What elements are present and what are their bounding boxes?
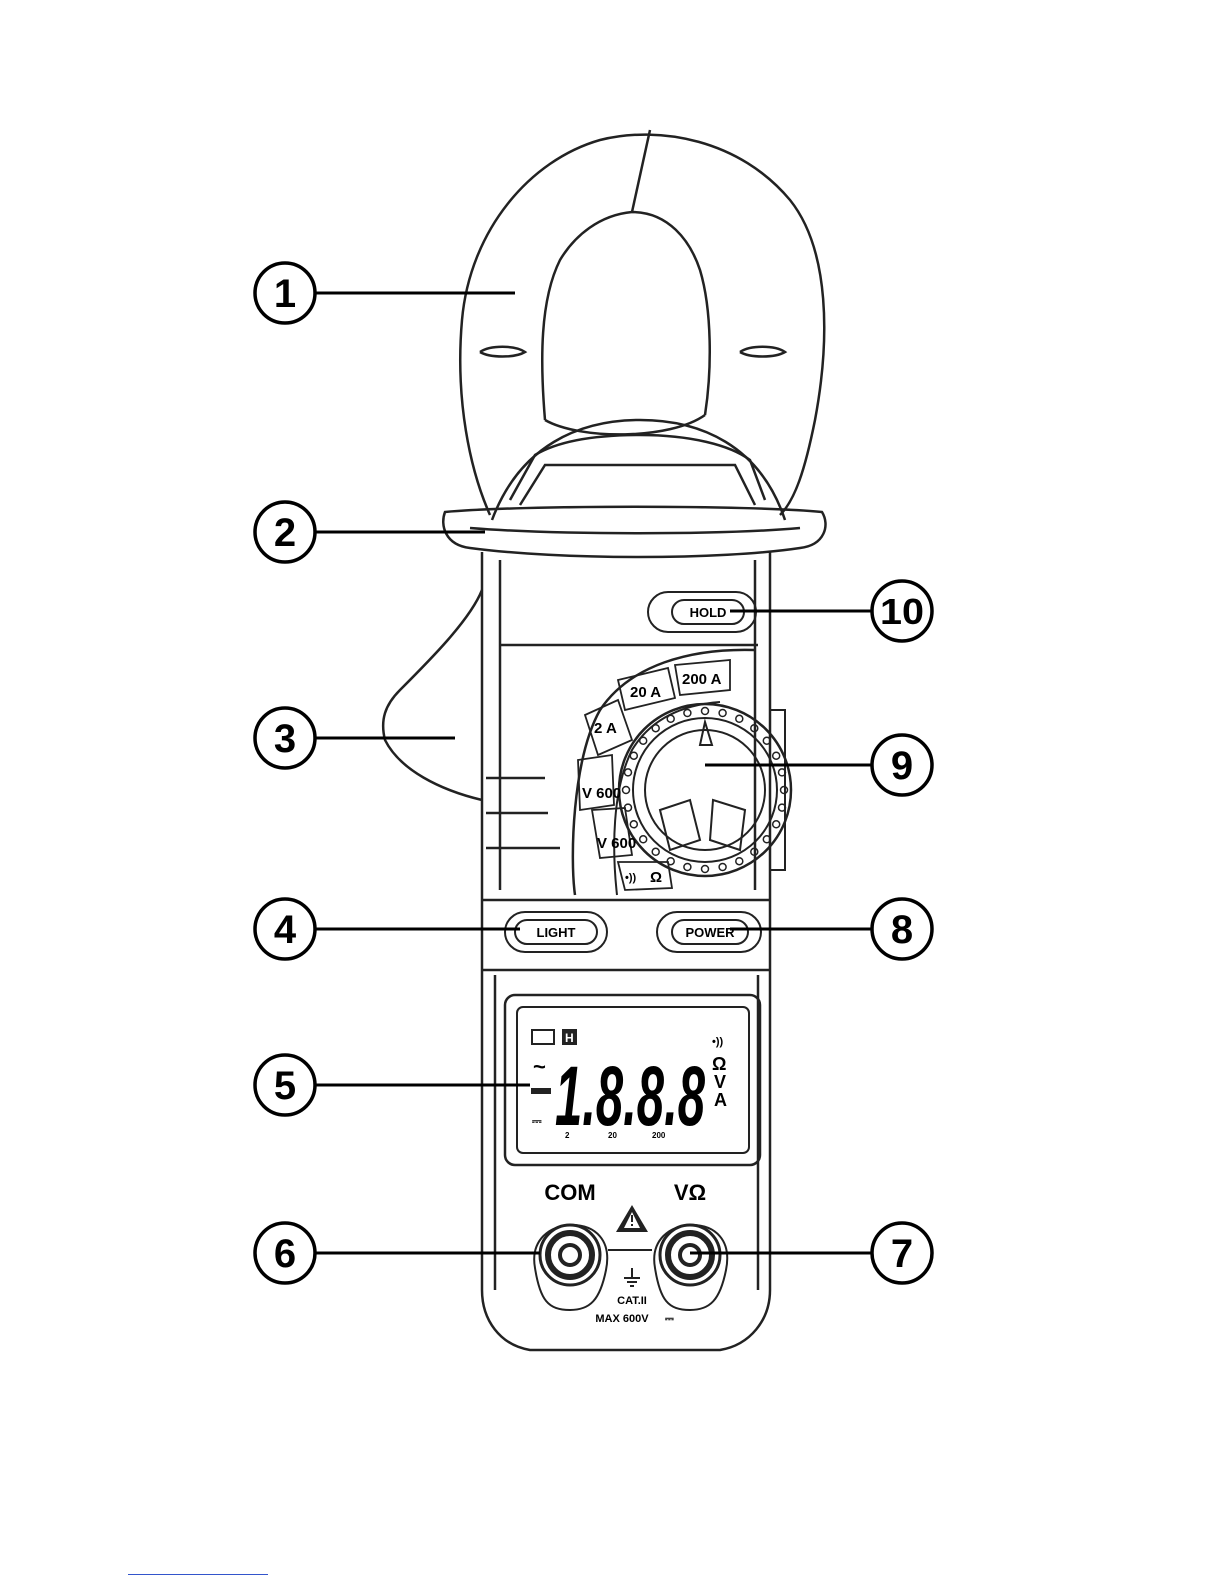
range-label: 2 A: [594, 720, 617, 737]
continuity-icon: •)): [712, 1036, 724, 1048]
scale-mark: 200: [652, 1131, 666, 1140]
volt-ohm-jack-label: VΩ: [674, 1180, 706, 1205]
ac-symbol-icon: ~: [533, 1054, 546, 1079]
callout-2: 2: [255, 502, 315, 562]
com-jack[interactable]: [534, 1225, 607, 1310]
battery-icon: [532, 1030, 554, 1044]
range-label: 20 A: [630, 684, 661, 701]
svg-text:1: 1: [274, 272, 296, 316]
knurl-bump: [625, 769, 632, 776]
warning-icon: [616, 1205, 648, 1232]
svg-text:6: 6: [274, 1232, 296, 1276]
dial-knurl-marks: [623, 708, 788, 873]
knurl-bump: [773, 752, 780, 759]
knurl-bump: [640, 737, 647, 744]
knurl-bump: [719, 710, 726, 717]
knurl-bump: [736, 858, 743, 865]
svg-text:7: 7: [891, 1232, 913, 1276]
knurl-bump: [773, 821, 780, 828]
knurl-bump: [702, 708, 709, 715]
knurl-bump: [684, 864, 691, 871]
callout-7: 7: [872, 1223, 932, 1283]
dc-symbol-icon: ⎓: [532, 1114, 542, 1128]
dial-range-vac-600[interactable]: V 600: [578, 755, 621, 810]
dial-range-20a[interactable]: 20 A: [618, 668, 675, 710]
knurl-bump: [652, 848, 659, 855]
knurl-bump: [702, 866, 709, 873]
max-voltage-rating: MAX 600V: [595, 1313, 649, 1325]
scale-mark: 20: [608, 1131, 617, 1140]
knurl-bump: [630, 752, 637, 759]
light-button-label: LIGHT: [537, 925, 576, 940]
callout-1: 1: [255, 263, 315, 323]
power-button[interactable]: POWER: [657, 912, 761, 952]
callout-5: 5: [255, 1055, 315, 1115]
callout-4: 4: [255, 899, 315, 959]
dial-pointer-icon: [700, 722, 712, 745]
continuity-icon: •)): [625, 872, 637, 884]
knurl-bump: [623, 787, 630, 794]
ac-dc-icon: ⎓: [665, 1313, 674, 1325]
svg-text:2: 2: [274, 511, 296, 555]
hand-guard: [443, 507, 825, 557]
hold-button-label: HOLD: [690, 605, 727, 620]
callout-9: 9: [872, 735, 932, 795]
knurl-bump: [719, 864, 726, 871]
svg-text:H: H: [565, 1031, 574, 1045]
knurl-bump: [630, 821, 637, 828]
lcd-reading: 1.8.8.8: [555, 1049, 705, 1143]
svg-text:10: 10: [880, 591, 924, 632]
svg-text:5: 5: [274, 1064, 296, 1108]
knurl-bump: [684, 710, 691, 717]
svg-text:8: 8: [891, 908, 913, 952]
ground-icon: [624, 1268, 640, 1286]
unit-ohm: Ω: [712, 1054, 726, 1074]
svg-text:3: 3: [274, 717, 296, 761]
callout-8: 8: [872, 899, 932, 959]
volt-ohm-jack[interactable]: [654, 1225, 727, 1310]
range-label: V 600: [597, 835, 636, 852]
callout-3: 3: [255, 708, 315, 768]
minus-indicator: [531, 1088, 551, 1094]
callout-10: 10: [872, 581, 932, 641]
range-label: V 600: [582, 785, 621, 802]
callout-6: 6: [255, 1223, 315, 1283]
clamp-jaw: [460, 130, 824, 520]
light-button[interactable]: LIGHT: [505, 912, 607, 952]
dial-range-200a[interactable]: 200 A: [675, 660, 730, 695]
knurl-bump: [736, 715, 743, 722]
range-label: Ω: [650, 869, 662, 886]
scale-mark: 2: [565, 1131, 570, 1140]
knurl-bump: [652, 725, 659, 732]
unit-amp: A: [714, 1090, 727, 1110]
svg-text:4: 4: [274, 908, 297, 952]
category-rating: CAT.II: [617, 1295, 647, 1307]
knurl-bump: [640, 836, 647, 843]
lcd-display: H •)) ~ ⎓ 1.8.8.8 Ω V A 2 20 200: [505, 995, 760, 1165]
svg-text:9: 9: [891, 744, 913, 788]
range-label: 200 A: [682, 671, 722, 688]
com-jack-label: COM: [544, 1180, 595, 1205]
footnote-rule: [128, 1574, 268, 1575]
unit-volt: V: [714, 1072, 726, 1092]
power-button-label: POWER: [685, 925, 735, 940]
knurl-bump: [667, 715, 674, 722]
function-dial[interactable]: 200 A 20 A 2 A V 600 V 600 •)) Ω: [573, 650, 791, 895]
jaw-trigger: [383, 590, 482, 800]
